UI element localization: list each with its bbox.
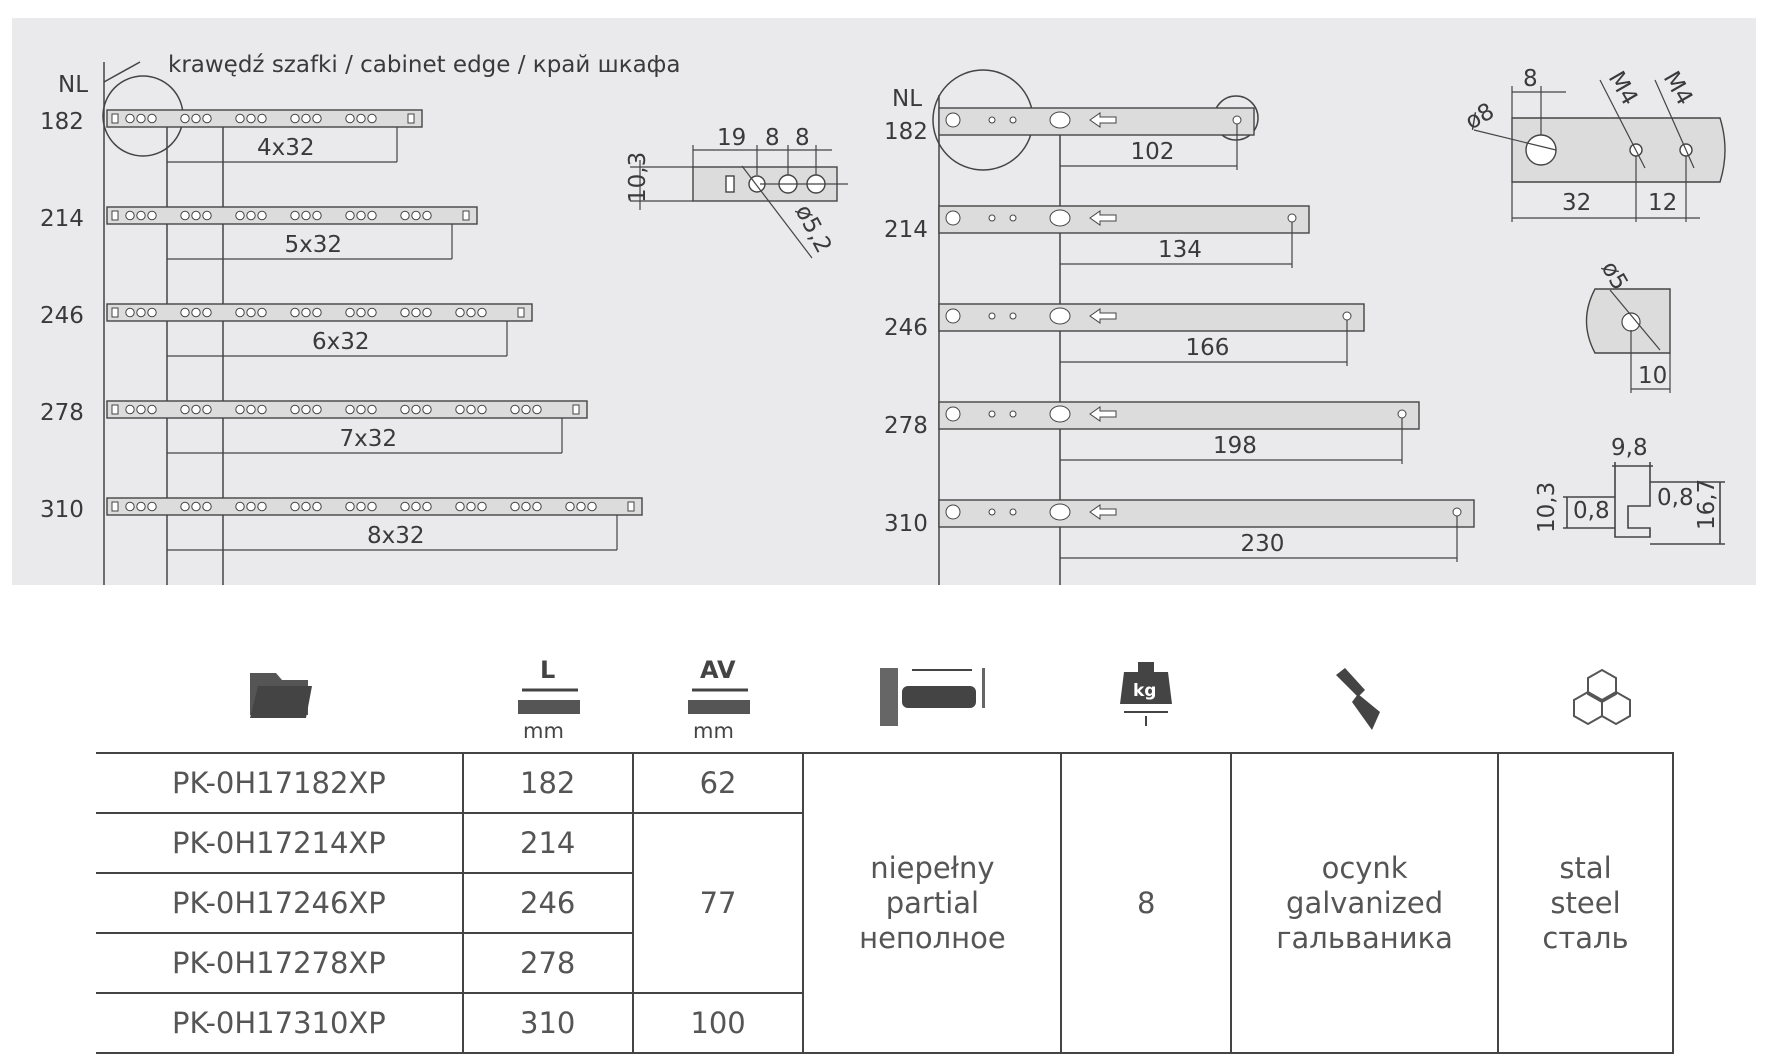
av-icon: AV mm [688,656,750,743]
left-rail-spacing: 5x32 [285,232,343,258]
left-rail: 246 6x32 [40,303,533,357]
right-rail: 310 230 [884,499,1475,562]
av-cell: 77 [631,812,804,994]
detail-left-height: 10,3 [625,152,651,203]
right-rail-nl: 182 [884,119,928,145]
finish-cell: ocynk galvanized гальваника [1230,752,1499,1054]
icon-row: L mm AV mm kg [250,656,1631,743]
left-rail-nl: 278 [40,400,84,426]
spec-table: PK-0H17182XP 182 62 niepełny partial неп… [96,752,1674,1054]
table-row: PK-0H17246XP 246 [96,872,1673,934]
load-cell: 8 [1060,752,1232,1054]
material-en: steel [1550,885,1621,920]
nl-label-left: NL [58,72,88,98]
profile-shape [1614,498,1651,538]
length-cell: 182 [461,752,633,814]
detail-left-d1: 19 [717,125,746,151]
left-rail-nl: 310 [40,497,84,523]
code-cell: PK-0H17182XP [96,752,463,814]
length-cell: 246 [461,872,633,934]
right-rail-nl: 278 [884,413,928,439]
extension-pl: niepełny [870,850,995,885]
profile-h2: 16,7 [1694,479,1720,530]
detail-rt-m1: M4 [1603,67,1643,110]
length-cell: 214 [461,812,633,874]
code-cell: PK-0H17246XP [96,872,463,934]
profile-h1: 10,3 [1534,482,1560,533]
left-rail-spacing: 4x32 [257,135,315,161]
detail-left-d3: 8 [795,125,810,151]
detail-left-hole: ø5,2 [790,201,837,258]
extension-en: partial [885,885,980,920]
extension-icon [880,668,985,726]
code-cell: PK-0H17310XP [96,992,463,1054]
right-rail-nl: 246 [884,315,928,341]
right-rail-dim: 134 [1158,237,1202,263]
detail-rt-hole: ø8 [1461,98,1499,135]
length-cell: 310 [461,992,633,1054]
finish-pl: ocynk [1321,850,1408,885]
left-rail: 310 8x32 [40,497,643,551]
extension-ru: неполное [859,920,1006,955]
length-icon-unit: mm [523,719,564,743]
detail-rm-d: 10 [1638,363,1667,389]
table-row: PK-0H17278XP 278 [96,932,1673,994]
edge-label: krawędź szafki / cabinet edge / край шка… [168,52,680,78]
left-rail-spacing: 8x32 [367,523,425,549]
right-rail-dim: 198 [1213,433,1257,459]
right-rail: 278 198 [884,401,1420,464]
length-icon-letter: L [540,656,555,684]
cubes-icon [1573,668,1631,726]
right-rail-dim: 102 [1131,139,1175,165]
detail-right-top-piece [1511,117,1726,183]
edge-leader [103,61,141,83]
weight-icon: kg [1120,662,1172,726]
left-rail: 182 4x32 [40,109,423,163]
paintbrush-icon [1336,668,1380,730]
av-icon-letter: AV [700,656,736,684]
av-cell: 100 [631,992,804,1054]
right-rail: 246 166 [884,303,1365,366]
left-rail-nl: 182 [40,109,84,135]
left-rail-spacing: 7x32 [340,426,398,452]
right-rail-nl: 310 [884,511,928,537]
av-icon-unit: mm [693,719,734,743]
profile-t2: 0,8 [1657,485,1694,511]
material-ru: сталь [1542,920,1629,955]
right-rail-dim: 166 [1186,335,1230,361]
finish-ru: гальваника [1276,920,1453,955]
left-rail-nl: 246 [40,303,84,329]
material-pl: stal [1559,850,1612,885]
right-rail-nl: 214 [884,217,928,243]
right-rail: 182 102 [884,107,1255,170]
detail-rt-m2: M4 [1658,67,1698,110]
code-cell: PK-0H17214XP [96,812,463,874]
detail-rt-d3: 12 [1648,190,1677,216]
table-row: PK-0H17310XP 310 100 [96,992,1673,1054]
weight-icon-letter: kg [1133,681,1156,701]
length-icon: L mm [518,656,580,743]
detail-rt-d2: 32 [1562,190,1591,216]
length-cell: 278 [461,932,633,994]
left-rail-nl: 214 [40,206,84,232]
nl-label-right: NL [892,86,922,112]
profile-w: 9,8 [1611,435,1648,461]
detail-left-d2: 8 [765,125,780,151]
code-cell: PK-0H17278XP [96,932,463,994]
table-row: PK-0H17182XP 182 62 niepełny partial неп… [96,752,1674,1054]
right-rail-dim: 230 [1241,531,1285,557]
extension-cell: niepełny partial неполное [802,752,1062,1054]
av-cell: 62 [631,752,804,814]
left-rail: 278 7x32 [40,400,588,454]
material-cell: stal steel сталь [1497,752,1674,1054]
left-rail: 214 5x32 [40,206,478,260]
finish-en: galvanized [1286,885,1444,920]
right-rail: 214 134 [884,205,1310,268]
folder-icon [250,673,312,718]
profile-t1: 0,8 [1573,498,1610,524]
left-rail-spacing: 6x32 [312,329,370,355]
detail-rt-d1: 8 [1523,66,1538,92]
table-row: PK-0H17214XP 214 77 [96,812,1673,994]
